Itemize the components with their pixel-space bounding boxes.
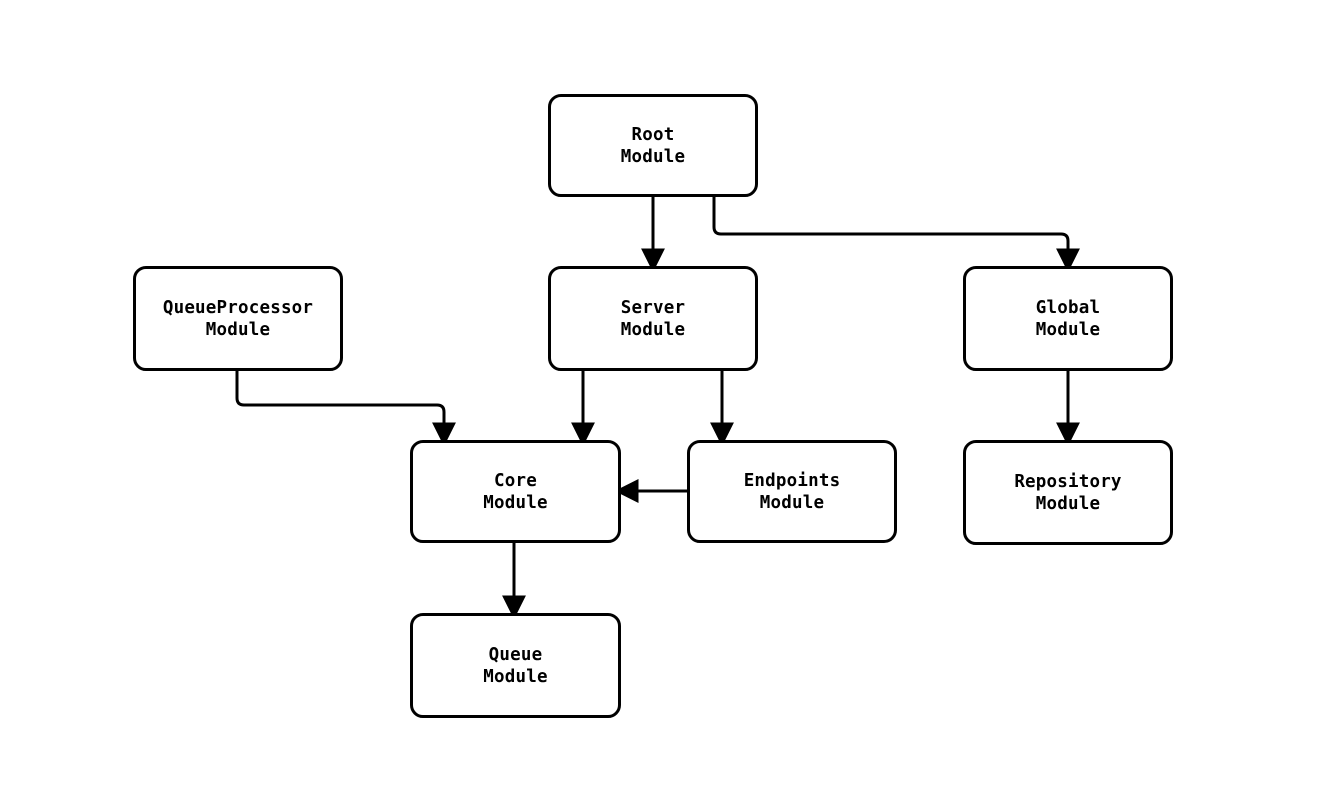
node-queue-module-label-line1: Queue (488, 644, 543, 665)
edge-root-to-global (712, 197, 1080, 273)
node-global-module-label-line2: Module (1035, 319, 1101, 340)
node-repository-module-label-line1: Repository (1014, 471, 1122, 492)
node-server-module-label-line2: Module (620, 319, 686, 340)
node-queueprocessor-module-label-line1: QueueProcessor (162, 297, 314, 318)
edge-queueprocessor-to-core (235, 371, 456, 447)
node-queue-module-label-line2: Module (483, 666, 548, 687)
node-root-module[interactable]: Root Module (548, 94, 758, 197)
node-queueprocessor-module-label-line2: Module (205, 319, 271, 340)
node-root-module-label-line2: Module (620, 146, 686, 167)
node-core-module-label-line2: Module (483, 492, 548, 513)
node-queueprocessor-module[interactable]: QueueProcessor Module (133, 266, 343, 371)
node-server-module[interactable]: Server Module (548, 266, 758, 371)
node-global-module-label-line1: Global (1035, 297, 1101, 318)
node-global-module[interactable]: Global Module (963, 266, 1173, 371)
node-core-module-label-line1: Core (494, 470, 537, 491)
node-endpoints-module-label-line1: Endpoints (743, 470, 841, 491)
node-queue-module[interactable]: Queue Module (410, 613, 621, 718)
node-server-module-label-line1: Server (620, 297, 686, 318)
node-root-module-label-line1: Root (631, 124, 675, 145)
node-endpoints-module[interactable]: Endpoints Module (687, 440, 897, 543)
node-repository-module[interactable]: Repository Module (963, 440, 1173, 545)
node-endpoints-module-label-line2: Module (759, 492, 825, 513)
node-repository-module-label-line2: Module (1035, 493, 1101, 514)
node-core-module[interactable]: Core Module (410, 440, 621, 543)
